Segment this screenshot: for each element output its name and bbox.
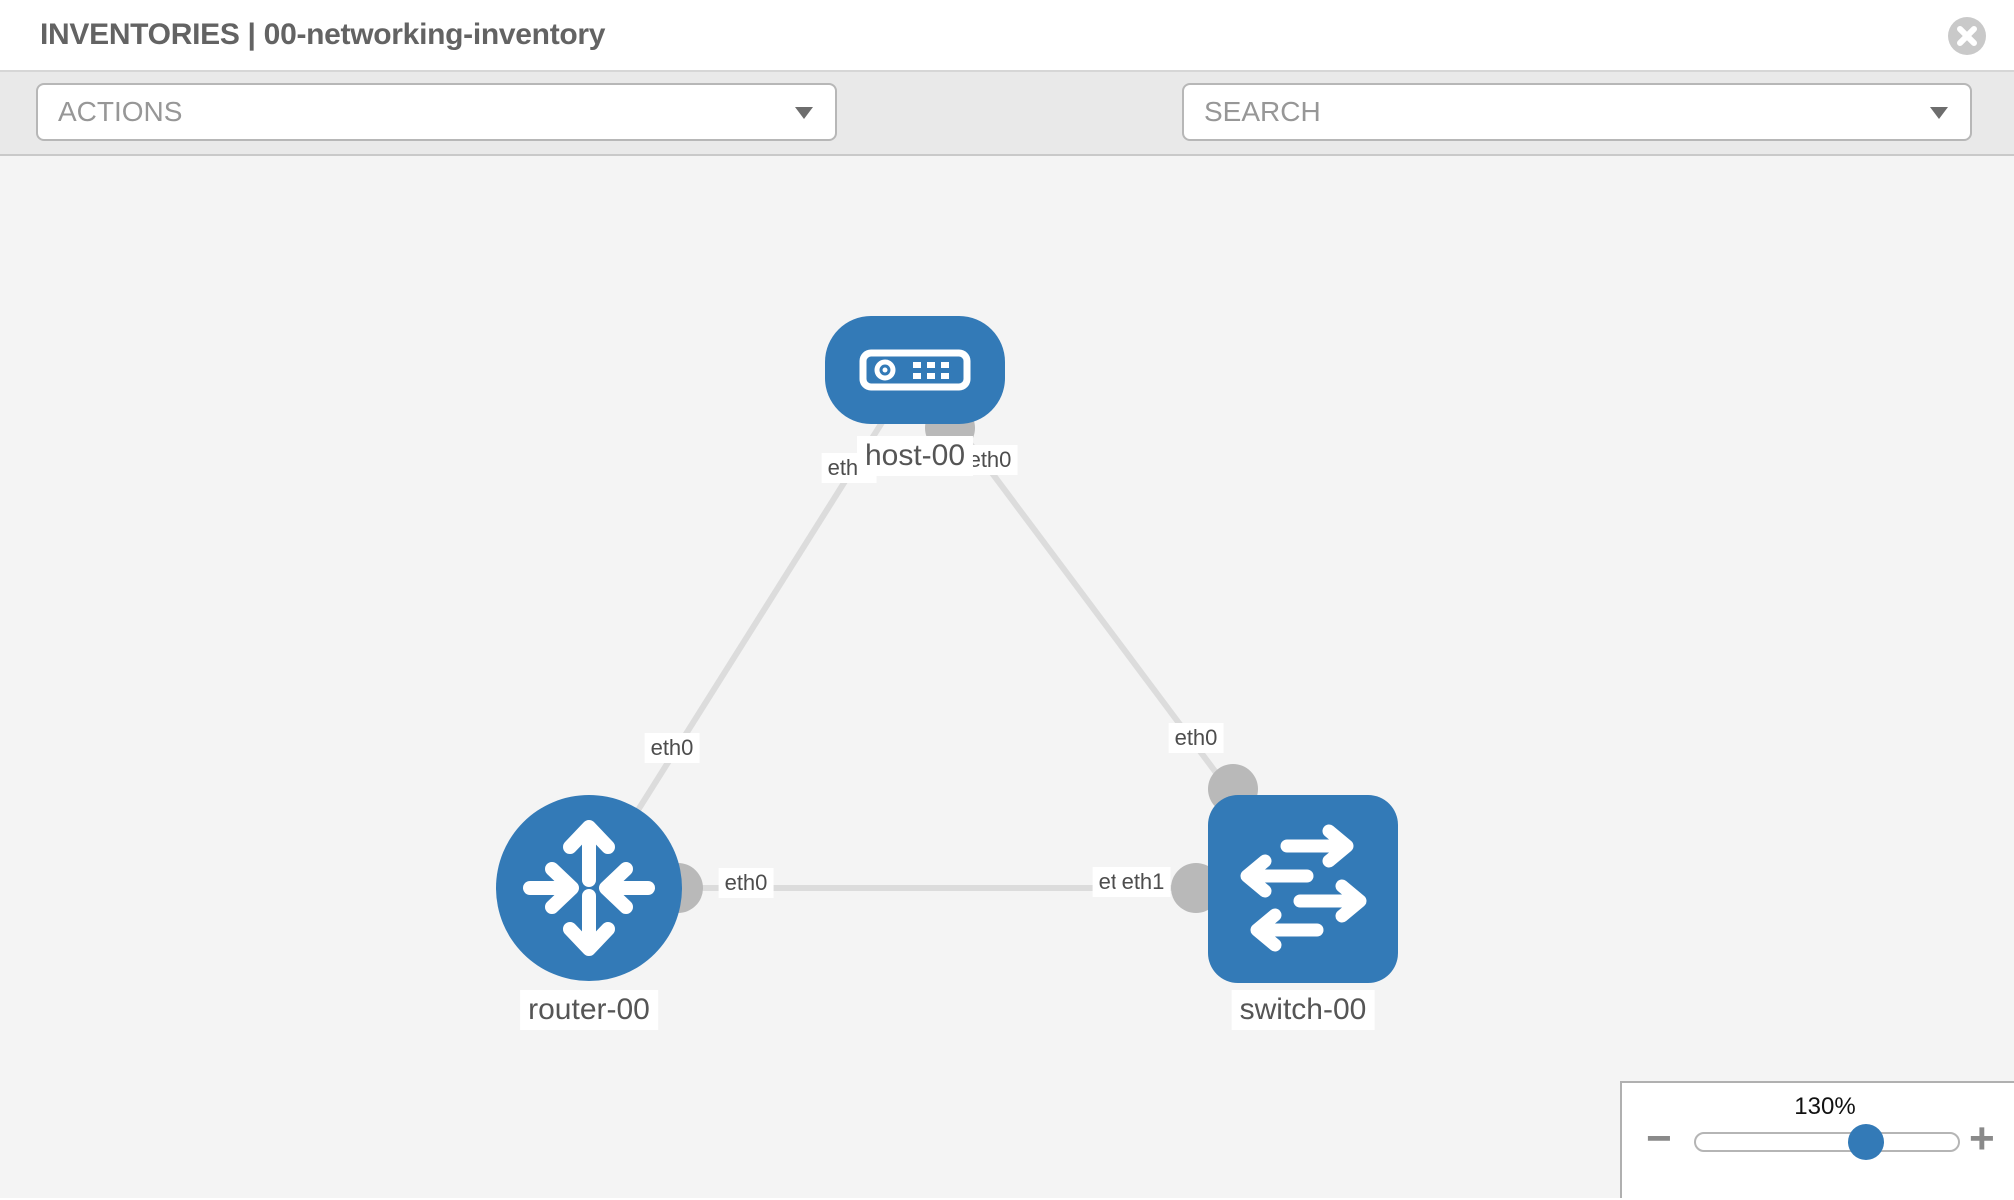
close-icon [1957,26,1977,46]
interface-label-switch-eth1-left: eth1 [1115,867,1171,897]
node-switch-00[interactable] [1208,795,1398,983]
chevron-down-icon [795,107,813,119]
page-title: INVENTORIES | 00-networking-inventory [40,18,606,51]
zoom-slider-knob[interactable] [1848,1124,1884,1160]
node-label-host: host-00 [856,436,974,476]
node-router-00[interactable] [496,795,682,981]
node-host-00[interactable] [825,316,1005,424]
topology-canvas[interactable]: host-00 router-00 switch-00 eth0 eth0 et… [0,156,2014,1198]
router-icon [523,820,655,956]
interface-label-router-eth0-right: eth0 [718,868,774,898]
toolbar: ACTIONS SEARCH [0,72,2014,210]
zoom-slider-track[interactable] [1694,1132,1960,1152]
zoom-out-button[interactable]: − [1646,1114,1672,1163]
zoom-in-button[interactable]: + [1969,1114,1995,1163]
title-bar: INVENTORIES | 00-networking-inventory [0,0,2014,72]
close-button[interactable] [1948,17,1986,55]
links-layer [586,368,1306,913]
interface-label-router-eth0-top: eth0 [644,733,700,763]
actions-dropdown-label: ACTIONS [58,96,183,127]
zoom-level-value: 130% [1794,1093,1856,1120]
host-icon [859,349,971,391]
node-label-router: router-00 [520,990,658,1030]
actions-dropdown[interactable]: ACTIONS [36,83,837,141]
zoom-control-panel: 130% − + [1620,1081,2014,1198]
switch-icon [1240,824,1367,952]
search-dropdown[interactable]: SEARCH [1182,83,1972,141]
node-label-switch: switch-00 [1231,990,1375,1030]
chevron-down-icon [1930,107,1948,119]
search-dropdown-label: SEARCH [1204,96,1321,127]
interface-label-switch-eth0-top: eth0 [1168,723,1224,753]
